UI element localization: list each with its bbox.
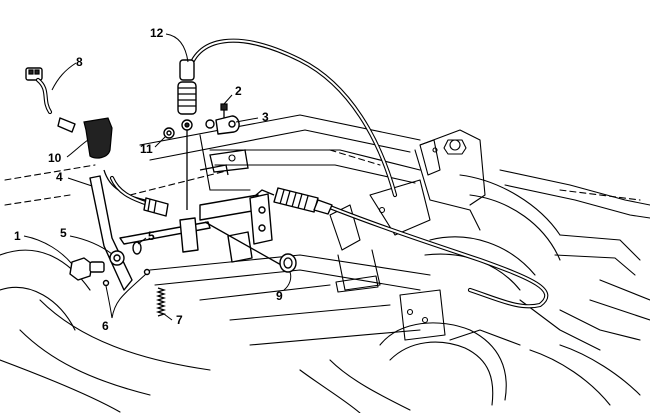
cable-sheath-lower xyxy=(249,187,333,215)
callout-10: 10 xyxy=(48,151,62,165)
callout-6: 6 xyxy=(102,319,109,333)
callout-8: 8 xyxy=(76,55,83,69)
callout-7: 7 xyxy=(176,313,183,327)
part-9-cap xyxy=(279,253,297,273)
part-3-clip xyxy=(205,115,240,135)
callout-3: 3 xyxy=(262,110,269,124)
throttle-cable xyxy=(185,38,549,309)
part-1-bolt xyxy=(69,257,105,281)
chassis-frame xyxy=(0,114,650,413)
throttle-bracket xyxy=(179,149,291,271)
part-10-knob xyxy=(57,117,113,159)
leader-lines xyxy=(23,33,292,321)
part-7-spring xyxy=(155,287,167,317)
callout-4: 4 xyxy=(56,170,63,184)
callout-5-right: 5 xyxy=(148,229,155,243)
callout-11: 11 xyxy=(140,142,153,156)
part-5-bushing xyxy=(109,241,142,266)
callout-5-left: 5 xyxy=(60,226,67,240)
cable-sheath-upper xyxy=(177,59,197,210)
part-11-washer xyxy=(163,127,175,139)
part-6-washers xyxy=(102,268,151,287)
callout-9: 9 xyxy=(276,289,283,303)
callout-12: 12 xyxy=(150,26,164,40)
callout-2: 2 xyxy=(235,84,242,98)
part-8-switch-wire xyxy=(25,67,53,115)
callout-1: 1 xyxy=(14,229,21,243)
